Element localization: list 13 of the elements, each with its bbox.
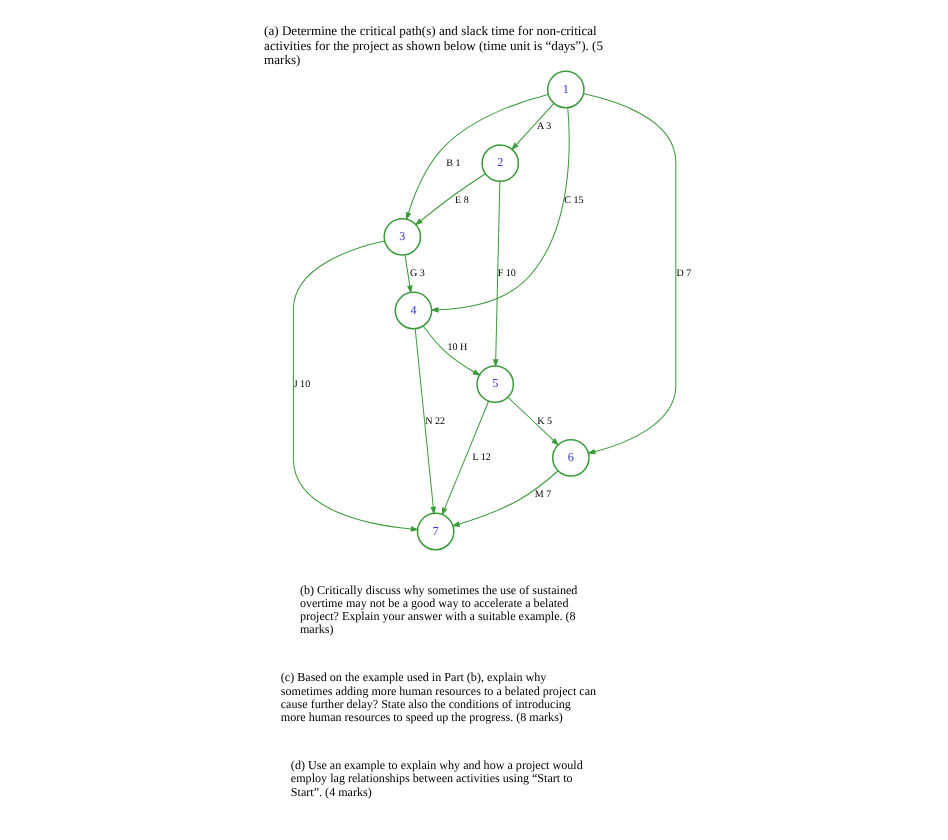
- arrow: [441, 400, 490, 516]
- arrow: [414, 173, 486, 226]
- arrow: [511, 103, 555, 151]
- arrow: [414, 328, 437, 515]
- arrow: [404, 254, 413, 294]
- arrow: [405, 93, 549, 221]
- arrow: [292, 240, 419, 532]
- arrow: [583, 93, 677, 455]
- arrow: [492, 180, 501, 368]
- arrow: [422, 325, 481, 376]
- arrow: [451, 470, 559, 527]
- arrow: [507, 396, 560, 446]
- arrow: [430, 107, 570, 313]
